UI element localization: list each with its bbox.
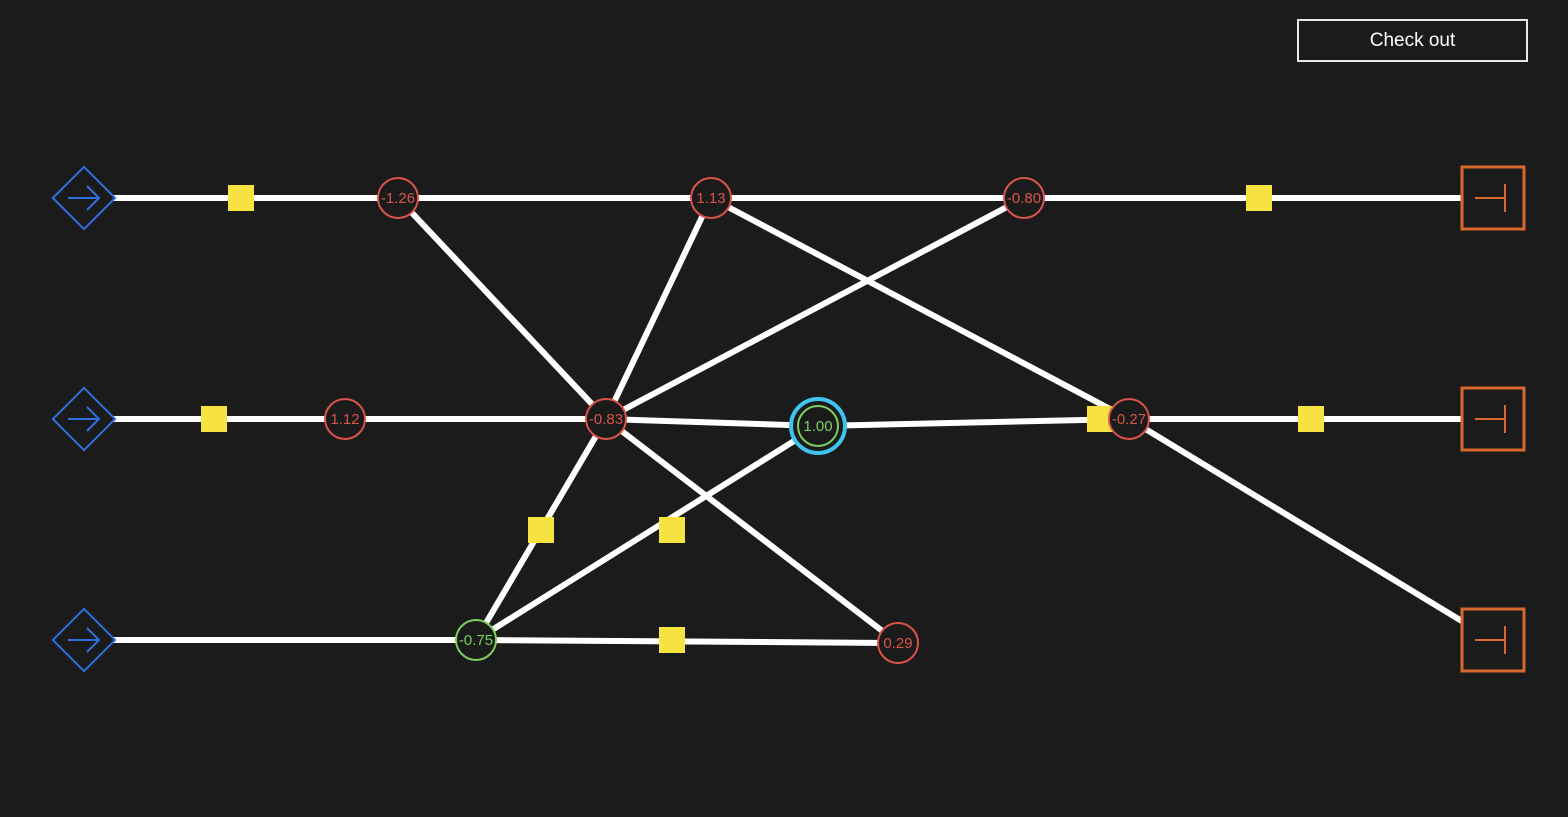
arrow-right-icon[interactable] xyxy=(51,165,117,231)
yellow-block[interactable] xyxy=(659,627,685,653)
arrow-right-icon[interactable] xyxy=(51,386,117,452)
wire xyxy=(603,416,821,429)
node-n4[interactable]: 1.12 xyxy=(324,398,366,440)
wire xyxy=(603,416,901,646)
wire xyxy=(395,195,609,422)
node-n9[interactable]: 0.29 xyxy=(877,622,919,664)
node-value-label: -0.83 xyxy=(589,411,623,428)
node-circle[interactable] xyxy=(324,398,366,440)
node-value-label: 1.12 xyxy=(330,411,359,428)
yellow-block[interactable] xyxy=(1246,185,1272,211)
node-circle[interactable] xyxy=(585,398,627,440)
node-circle[interactable] xyxy=(690,177,732,219)
wire xyxy=(1126,416,1496,643)
wire xyxy=(603,195,714,422)
node-circle[interactable] xyxy=(877,622,919,664)
wire xyxy=(473,637,901,646)
node-n1[interactable]: -1.26 xyxy=(377,177,419,219)
wire xyxy=(708,195,1132,422)
node-value-label: -0.80 xyxy=(1007,190,1041,207)
yellow-block[interactable] xyxy=(528,517,554,543)
terminal-tee-icon[interactable] xyxy=(1460,386,1526,452)
node-value-label: -0.27 xyxy=(1112,411,1146,428)
node-value-label: 0.29 xyxy=(883,635,912,652)
node-value-label: 1.13 xyxy=(696,190,725,207)
node-n7[interactable]: -0.27 xyxy=(1108,398,1150,440)
node-value-label: -1.26 xyxy=(381,190,415,207)
node-n3[interactable]: -0.80 xyxy=(1003,177,1045,219)
node-n8[interactable]: -0.75 xyxy=(455,619,497,661)
node-circle[interactable] xyxy=(1108,398,1150,440)
node-circle[interactable] xyxy=(377,177,419,219)
node-n5[interactable]: -0.83 xyxy=(585,398,627,440)
wire xyxy=(815,416,1132,429)
terminal-tee-icon[interactable] xyxy=(1460,165,1526,231)
check-out-button[interactable]: Check out xyxy=(1297,19,1528,62)
yellow-block[interactable] xyxy=(1298,406,1324,432)
node-circle[interactable] xyxy=(455,619,497,661)
node-circle[interactable] xyxy=(797,405,839,447)
node-value-label: 1.00 xyxy=(803,418,832,435)
node-n6[interactable]: 1.00 xyxy=(789,397,847,455)
wire xyxy=(603,195,1027,422)
terminal-tee-icon[interactable] xyxy=(1460,607,1526,673)
yellow-block[interactable] xyxy=(659,517,685,543)
node-n2[interactable]: 1.13 xyxy=(690,177,732,219)
yellow-block[interactable] xyxy=(201,406,227,432)
arrow-right-icon[interactable] xyxy=(51,607,117,673)
node-circle[interactable] xyxy=(1003,177,1045,219)
node-value-label: -0.75 xyxy=(459,632,493,649)
wire xyxy=(473,423,821,643)
yellow-block[interactable] xyxy=(228,185,254,211)
